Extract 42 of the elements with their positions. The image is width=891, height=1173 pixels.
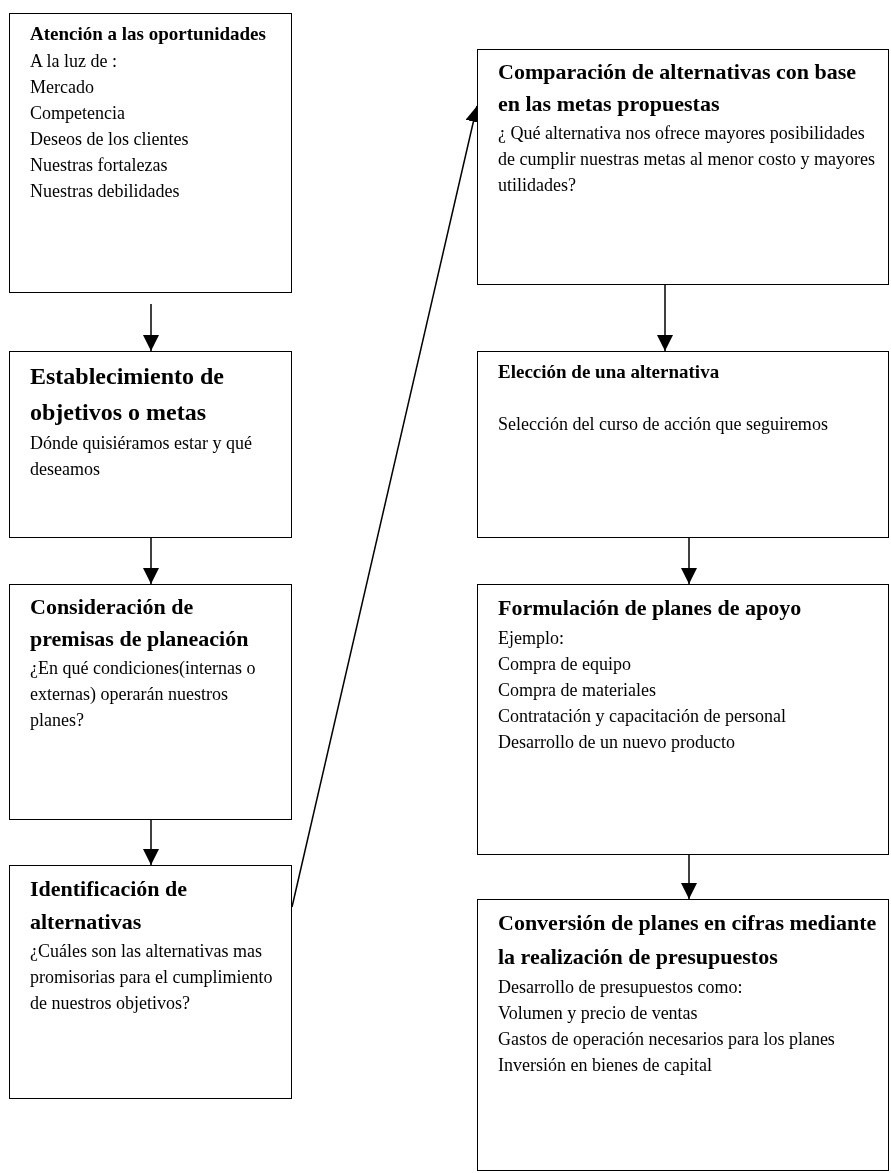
process-box bbox=[477, 584, 889, 855]
step-description: Dónde quisiéramos estar y qué deseamos bbox=[30, 432, 253, 482]
step-description: Desarrollo de un nuevo producto bbox=[498, 731, 736, 755]
step-description: Nuestras debilidades bbox=[30, 180, 181, 203]
step-heading: Consideración de premisas de planeación bbox=[30, 593, 250, 653]
process-box bbox=[477, 49, 889, 285]
process-box bbox=[9, 13, 292, 293]
process-box bbox=[477, 899, 889, 1171]
step-description: Volumen y precio de ventas bbox=[498, 1002, 699, 1026]
arrow bbox=[143, 303, 159, 352]
process-box bbox=[9, 865, 292, 1099]
step-description: Compra de materiales bbox=[498, 679, 657, 703]
step-description: Inversión en bienes de capital bbox=[498, 1054, 713, 1078]
step-heading: Elección de una alternativa bbox=[498, 360, 721, 384]
step-description: Nuestras fortalezas bbox=[30, 153, 169, 177]
step-description: Deseos de los clientes bbox=[30, 127, 190, 151]
step-description: Compra de equipo bbox=[498, 653, 632, 677]
step-description: Gastos de operación necesarios para los planes bbox=[498, 1028, 836, 1052]
process-box bbox=[477, 351, 889, 538]
step-description: Competencia bbox=[30, 101, 126, 125]
step-description: ¿En qué condiciones(internas o externas) operarán nuestros planes? bbox=[30, 656, 257, 732]
arrow bbox=[143, 537, 159, 585]
step-heading: Comparación de alternativas con base en las metas propuestas bbox=[498, 58, 858, 118]
step-heading: Establecimiento de objetivos o metas bbox=[30, 362, 225, 427]
step-description: Desarrollo de presupuestos como: bbox=[498, 976, 744, 1000]
step-description: Contratación y capacitación de personal bbox=[498, 705, 787, 729]
arrow bbox=[657, 284, 673, 352]
step-heading: Conversión de planes en cifras mediante la realización de presupuestos bbox=[498, 909, 878, 972]
step-heading: Atención a las oportunidades bbox=[30, 22, 267, 46]
step-heading: Identificación de alternativas bbox=[30, 875, 189, 936]
step-description: Ejemplo: bbox=[498, 627, 565, 651]
step-description: Mercado bbox=[30, 75, 95, 99]
step-heading: Formulación de planes de apoyo bbox=[498, 594, 803, 622]
step-description: ¿ Qué alternativa nos ofrece mayores posibilidades de cumplir nuestras metas al menor costo y mayores utilidades? bbox=[498, 121, 876, 197]
process-box bbox=[9, 584, 292, 820]
arrow bbox=[681, 537, 697, 585]
arrow bbox=[681, 854, 697, 900]
process-box bbox=[9, 351, 292, 538]
step-description: ¿Cuáles son las alternativas mas promisorias para el cumplimiento de nuestros objetivos? bbox=[30, 940, 274, 1016]
arrow bbox=[143, 819, 159, 866]
step-description: A la luz de : bbox=[30, 49, 118, 73]
step-description: Selección del curso de acción que seguiremos bbox=[498, 412, 829, 436]
